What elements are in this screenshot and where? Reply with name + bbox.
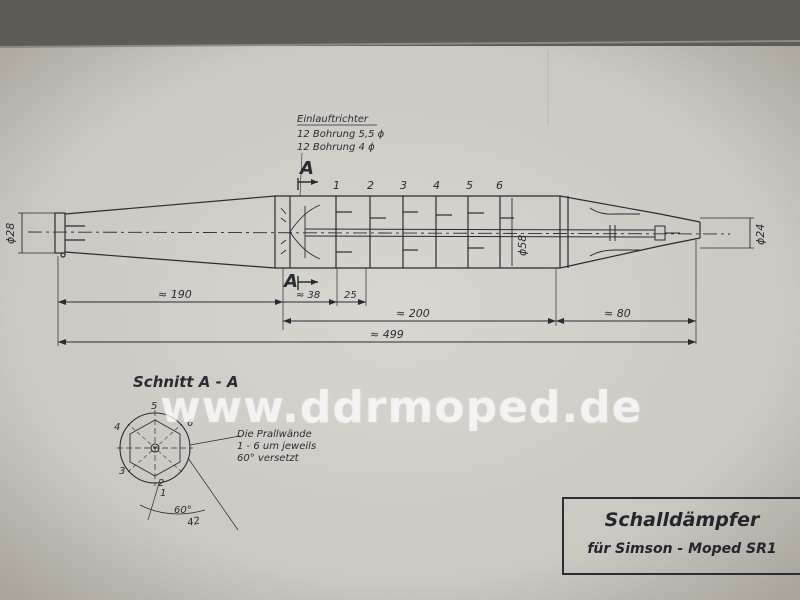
- title-block: Schalldämpfer für Simson - Moped SR1: [562, 497, 800, 575]
- muffler-body: [54, 195, 701, 269]
- baffle-numbers: 1 2 3 4 5 6: [333, 179, 503, 192]
- inlet-funnel: [280, 204, 321, 260]
- section-marker-bottom: A: [282, 271, 298, 292]
- section-view-title: Schnitt A - A: [133, 373, 239, 391]
- dim-80: ≈ 80: [604, 307, 631, 320]
- title-sub: für Simson - Moped SR1: [587, 541, 777, 557]
- diameter-right-label: ϕ24: [754, 224, 767, 245]
- baffle-number-5: 5: [466, 179, 473, 192]
- section-number-1: 1: [160, 488, 166, 499]
- title-main: Schalldämpfer: [604, 509, 760, 531]
- section-angle: 60°: [174, 505, 192, 516]
- inlet-line-1: 12 Bohrung 5,5 ϕ: [297, 129, 385, 140]
- section-number-6: 6: [187, 418, 193, 429]
- section-numbers: 1 2 3 4 5 6: [114, 401, 193, 499]
- section-number-4: 4: [114, 422, 120, 433]
- baffles: [335, 196, 514, 268]
- diameter-left-label: ϕ28: [4, 223, 17, 244]
- inlet-title: Einlauftrichter: [297, 114, 369, 125]
- inlet-line-2: 12 Bohrung 4 ϕ: [297, 142, 375, 153]
- section-number-2: 2: [158, 478, 164, 489]
- section-number-3: 3: [119, 466, 125, 477]
- baffle-number-6: 6: [496, 179, 503, 192]
- dim-25: 25: [344, 290, 357, 301]
- dim-499: ≈ 499: [370, 328, 404, 341]
- dim-190: ≈ 190: [158, 288, 192, 301]
- dim-38: ≈ 38: [296, 290, 320, 301]
- section-view: Schnitt A - A 1 2 3 4 5 6 Die Prallwände…: [114, 373, 316, 531]
- paper-sheet: [0, 40, 800, 600]
- dimension-labels: ≈ 190 ≈ 38 25 ≈ 200 ≈ 80 ≈ 499: [158, 288, 631, 341]
- section-note-1: Die Prallwände: [237, 429, 312, 440]
- baffle-number-4: 4: [433, 179, 440, 192]
- dim-200: ≈ 200: [396, 307, 430, 320]
- diameter-mid-label: ϕ58: [516, 235, 529, 256]
- baffle-number-3: 3: [400, 179, 407, 192]
- section-number-5: 5: [151, 401, 157, 412]
- baffle-number-1: 1: [333, 179, 340, 192]
- section-marker-top: A: [298, 158, 314, 179]
- background-strip: [0, 0, 800, 46]
- centerline: [27, 231, 731, 235]
- end-cap: [589, 207, 680, 257]
- section-dim: 42: [186, 516, 201, 529]
- dimension-lines: [58, 301, 696, 343]
- watermark: www.ddrmoped.de: [160, 382, 643, 433]
- baffle-number-2: 2: [367, 179, 374, 192]
- section-note-2: 1 - 6 um jeweils: [237, 441, 316, 452]
- section-note-3: 60° versetzt: [237, 453, 300, 464]
- inlet-note: Einlauftrichter 12 Bohrung 5,5 ϕ 12 Bohr…: [297, 114, 385, 197]
